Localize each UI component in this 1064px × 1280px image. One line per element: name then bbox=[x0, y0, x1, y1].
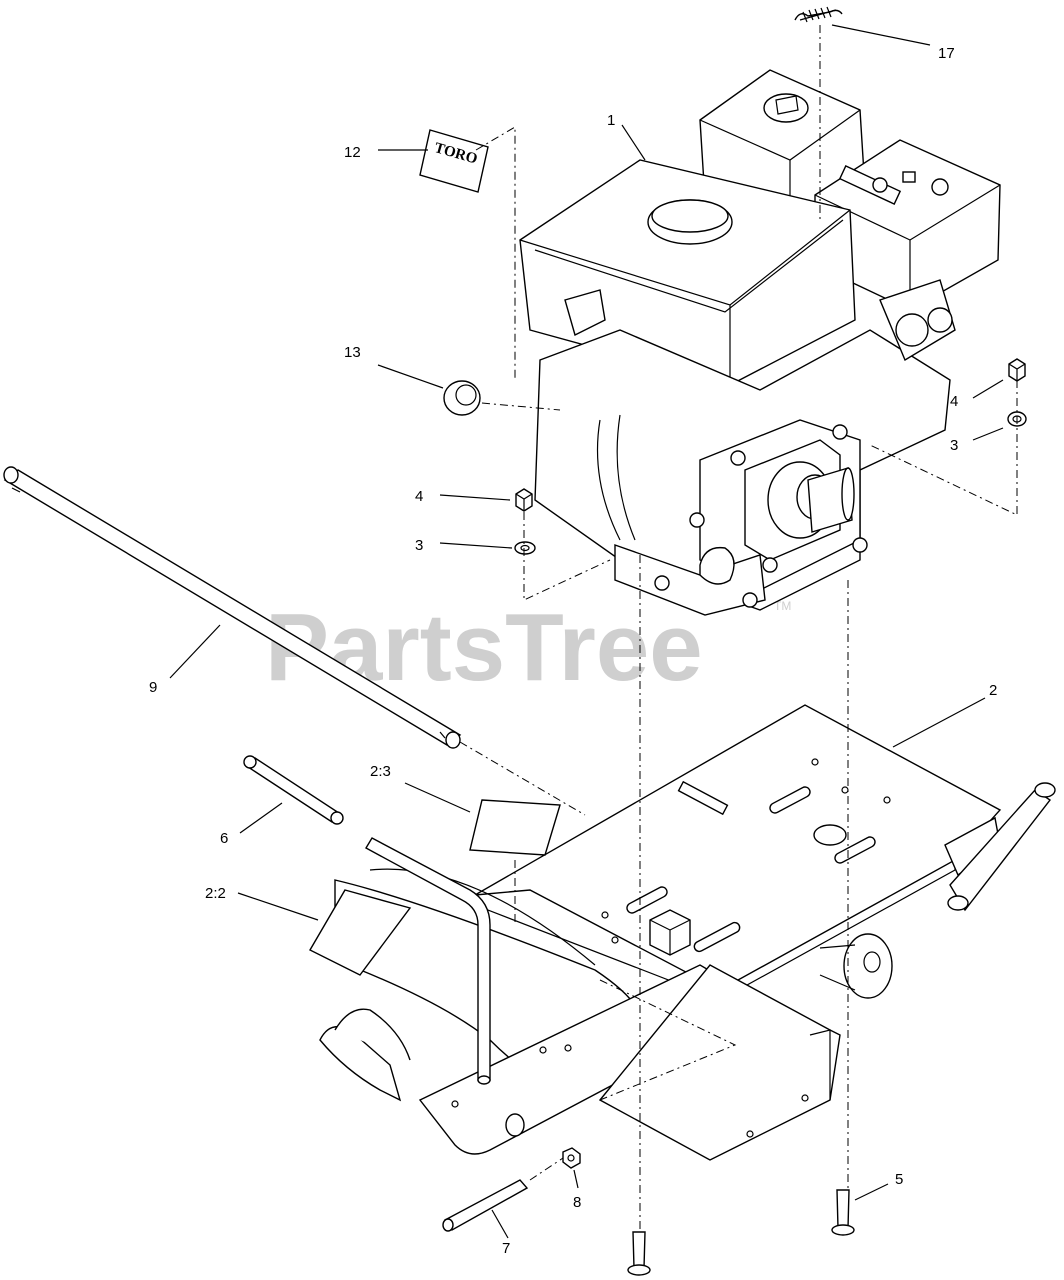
nut-left[interactable] bbox=[515, 488, 533, 512]
handle-tube[interactable] bbox=[3, 466, 462, 749]
toro-logo-decal[interactable]: TORO bbox=[419, 129, 489, 193]
callout-2-3: 2:3 bbox=[370, 763, 391, 780]
spring[interactable] bbox=[794, 6, 843, 23]
decal-2-2[interactable] bbox=[309, 889, 412, 976]
leader-lines bbox=[169, 24, 1004, 1239]
watermark-text: PartsTree bbox=[265, 594, 703, 701]
callout-17: 17 bbox=[938, 45, 955, 62]
sleeve-tube[interactable] bbox=[243, 755, 344, 825]
bolt-front[interactable] bbox=[831, 1189, 855, 1236]
decal-2-3[interactable] bbox=[469, 799, 561, 856]
callout-6: 6 bbox=[220, 830, 228, 847]
bail-rod[interactable] bbox=[365, 837, 491, 1085]
callout-9: 9 bbox=[149, 679, 157, 696]
nut-right[interactable] bbox=[1008, 358, 1026, 382]
callout-1: 1 bbox=[607, 112, 615, 129]
callout-5: 5 bbox=[895, 1171, 903, 1188]
callout-13: 13 bbox=[344, 344, 361, 361]
watermark-trademark: TM bbox=[774, 599, 791, 613]
callout-4-right: 4 bbox=[950, 393, 958, 410]
pin-rod[interactable] bbox=[442, 1179, 529, 1232]
callout-2-2: 2:2 bbox=[205, 885, 226, 902]
engine[interactable] bbox=[519, 69, 1001, 616]
plug[interactable] bbox=[443, 380, 481, 416]
callout-3-right: 3 bbox=[950, 437, 958, 454]
callout-2: 2 bbox=[989, 682, 997, 699]
washer-left[interactable] bbox=[514, 541, 536, 555]
watermark: PartsTree TM bbox=[265, 594, 791, 701]
callout-12: 12 bbox=[344, 144, 361, 161]
callout-4-left: 4 bbox=[415, 488, 423, 505]
assembly-lines bbox=[459, 25, 1018, 1230]
base-plate[interactable] bbox=[319, 704, 1056, 1161]
callout-8: 8 bbox=[573, 1194, 581, 1211]
bolt-rear[interactable] bbox=[627, 1231, 651, 1276]
callout-labels: 17 1 12 13 4 3 4 3 9 2 2:3 6 2:2 5 8 7 bbox=[149, 45, 997, 1257]
nut-8[interactable] bbox=[562, 1147, 581, 1169]
callout-3-left: 3 bbox=[415, 537, 423, 554]
callout-7: 7 bbox=[502, 1240, 510, 1257]
